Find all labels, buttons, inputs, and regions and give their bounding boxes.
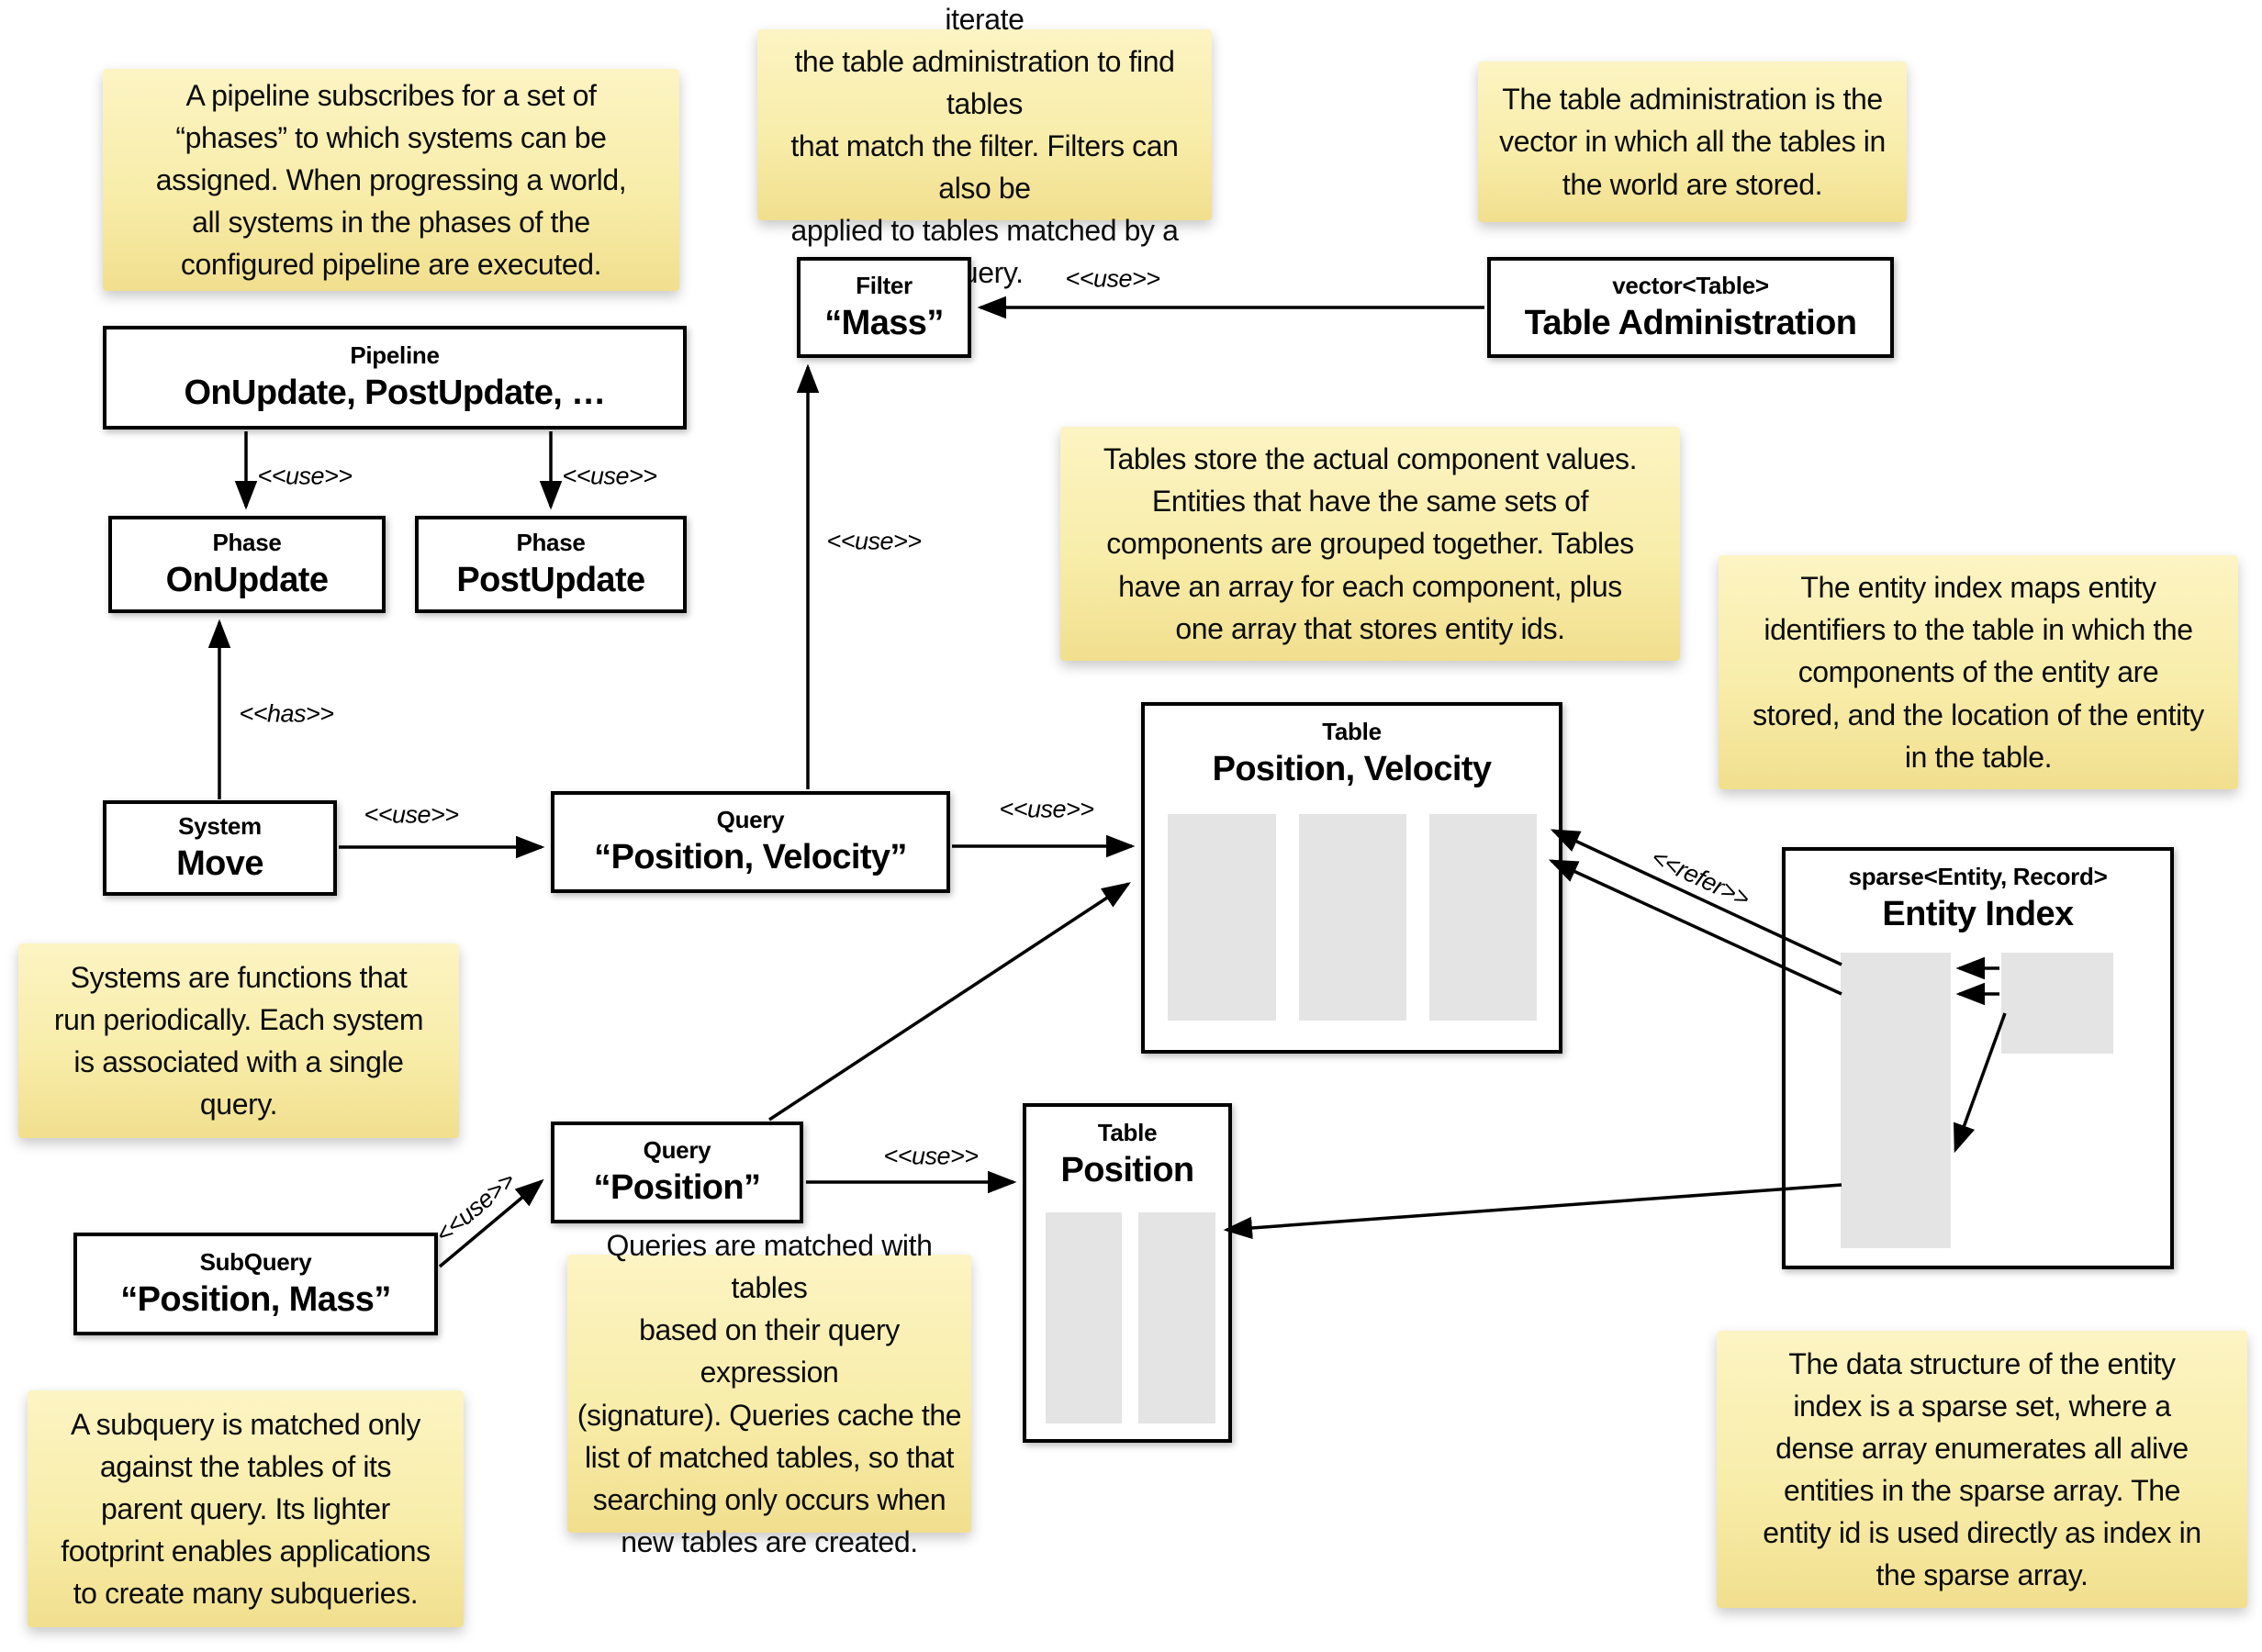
note-subquery: A subquery is matched only against the t… — [28, 1390, 464, 1627]
label-use-queryp-tablep: <<use>> — [883, 1142, 979, 1170]
note-systems: Systems are functions that run periodica… — [18, 943, 459, 1138]
table-position-stereotype: Table — [1097, 1119, 1158, 1146]
note-table-administration: The table administration is the vector i… — [1478, 61, 1907, 222]
filter-box: Filter “Mass” — [797, 257, 971, 358]
phase-postupdate-name: PostUpdate — [456, 560, 645, 599]
subquery-box: SubQuery “Position, Mass” — [73, 1233, 438, 1335]
phase-postupdate-box: Phase PostUpdate — [415, 516, 687, 613]
arrow-entityindex-tablep — [1223, 1183, 1842, 1240]
table-position-velocity-stereotype: Table — [1322, 718, 1382, 745]
label-use-system-query: <<use>> — [364, 800, 459, 829]
query-position-box: Query “Position” — [551, 1122, 803, 1223]
label-has-system-phase: <<has>> — [239, 699, 334, 728]
note-filters: Filters are stateless objects that itera… — [757, 3, 1212, 289]
component-array — [1138, 1212, 1215, 1423]
entity-index-stereotype: sparse<Entity, Record> — [1848, 863, 2108, 890]
label-use-querypv-tablepv: <<use>> — [999, 795, 1094, 823]
subquery-stereotype: SubQuery — [199, 1247, 312, 1276]
system-move-stereotype: System — [178, 811, 262, 840]
note-entity-index: The entity index maps entity identifiers… — [1719, 555, 2238, 789]
arrow-queryp-tablepv — [768, 882, 1131, 1122]
pipeline-box: Pipeline OnUpdate, PostUpdate, … — [103, 326, 687, 430]
table-administration-box: vector<Table> Table Administration — [1487, 257, 1894, 358]
dense-array — [2001, 953, 2113, 1054]
system-move-name: Move — [176, 843, 263, 883]
table-position-velocity-name: Position, Velocity — [1212, 749, 1492, 788]
phase-onupdate-name: OnUpdate — [165, 560, 329, 599]
label-use-subquery-queryp: <<use>> — [430, 1166, 521, 1249]
query-position-velocity-box: Query “Position, Velocity” — [551, 791, 950, 893]
note-queries: Queries are matched with tables based on… — [567, 1229, 971, 1558]
filter-name: “Mass” — [824, 303, 944, 342]
subquery-name: “Position, Mass” — [120, 1279, 391, 1319]
table-position-velocity-box: Table Position, Velocity — [1141, 702, 1562, 1054]
note-pipeline: A pipeline subscribes for a set of “phas… — [103, 69, 679, 291]
phase-postupdate-stereotype: Phase — [516, 528, 586, 556]
phase-onupdate-box: Phase OnUpdate — [108, 516, 386, 613]
label-use-tableadmin-filter: <<use>> — [1065, 264, 1160, 293]
table-administration-name: Table Administration — [1524, 303, 1857, 342]
system-move-box: System Move — [103, 800, 337, 896]
label-use-query-filter: <<use>> — [826, 527, 922, 555]
component-array — [1168, 814, 1276, 1021]
component-array — [1299, 814, 1406, 1021]
label-refer-entityindex-tablepv: <<refer>> — [1647, 843, 1754, 913]
query-position-velocity-name: “Position, Velocity” — [594, 838, 907, 877]
pipeline-stereotype: Pipeline — [350, 341, 440, 370]
pipeline-name: OnUpdate, PostUpdate, … — [184, 374, 606, 413]
entity-index-box: sparse<Entity, Record> Entity Index — [1782, 847, 2174, 1269]
table-administration-stereotype: vector<Table> — [1612, 271, 1769, 299]
query-position-velocity-stereotype: Query — [716, 806, 785, 834]
note-sparse-set: The data structure of the entity index i… — [1717, 1331, 2247, 1608]
query-position-name: “Position” — [593, 1168, 761, 1208]
query-position-stereotype: Query — [643, 1136, 711, 1165]
note-tables: Tables store the actual component values… — [1060, 427, 1680, 661]
label-use-pipeline-onupdate: <<use>> — [257, 462, 353, 490]
entity-index-name: Entity Index — [1882, 894, 2074, 933]
filter-stereotype: Filter — [856, 271, 913, 299]
table-position-name: Position — [1060, 1150, 1194, 1189]
component-array — [1046, 1212, 1122, 1423]
sparse-array — [1841, 953, 1951, 1248]
label-use-pipeline-postupdate: <<use>> — [562, 462, 657, 490]
table-position-box: Table Position — [1023, 1103, 1232, 1443]
phase-onupdate-stereotype: Phase — [212, 528, 282, 556]
component-array — [1429, 814, 1537, 1021]
